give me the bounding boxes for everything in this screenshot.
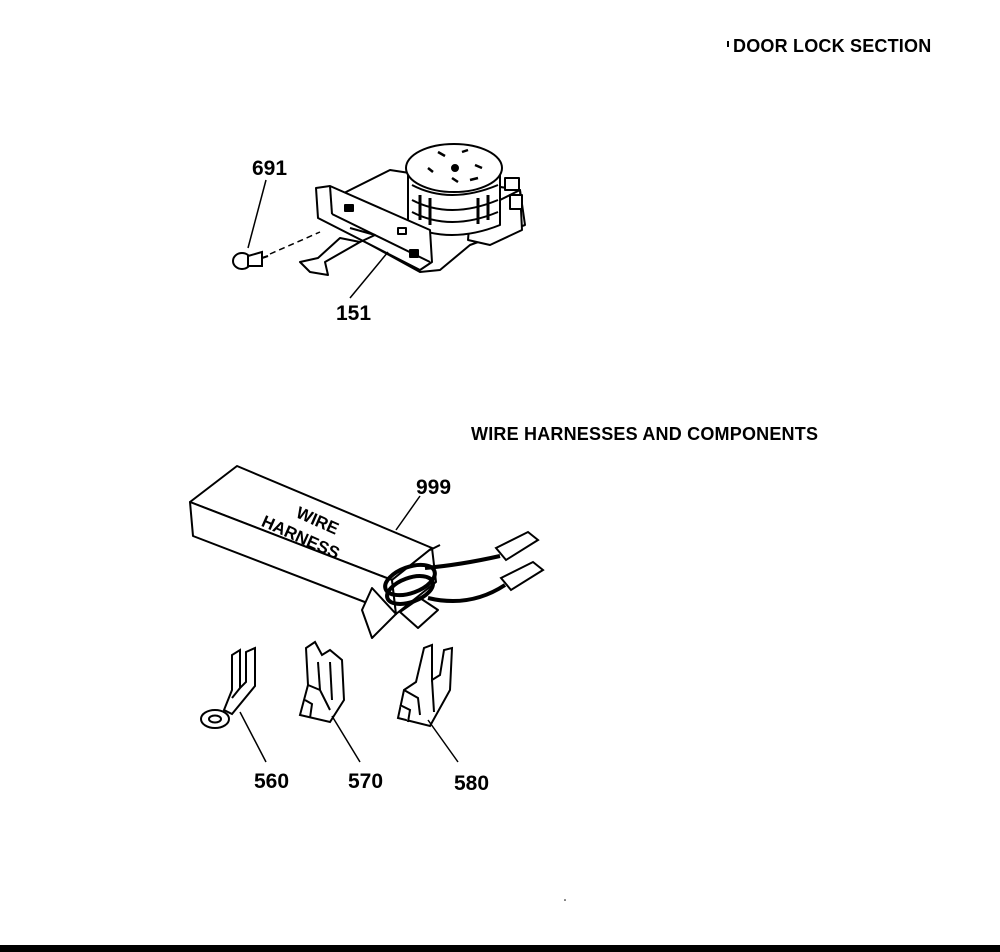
harness-wire-coil [383,554,507,606]
screw-691 [232,250,269,270]
leader-151 [349,251,389,299]
door-lock-motor-assembly [299,143,526,276]
leader-691 [247,179,267,249]
title-tick-mark [727,41,729,47]
leader-580 [427,719,459,763]
callout-580: 580 [454,772,489,795]
quick-connect-terminal-570 [298,640,346,724]
ring-terminal-560 [200,646,256,729]
callout-999: 999 [416,476,451,499]
callout-691: 691 [252,157,287,180]
callout-151: 151 [336,302,371,325]
leader-999 [395,495,421,531]
harness-wire-terminals [494,530,545,592]
callout-570: 570 [348,770,383,793]
callout-560: 560 [254,770,289,793]
door-lock-section-title: DOOR LOCK SECTION [733,36,932,56]
leader-570 [331,715,361,763]
lock-actuator-arm [299,237,361,276]
lock-terminal [504,177,520,191]
leader-560 [239,711,267,763]
wire-harnesses-section-title: WIRE HARNESSES AND COMPONENTS [471,424,819,444]
bottom-border-bar [0,945,1000,952]
quick-connect-terminal-580 [396,643,454,728]
